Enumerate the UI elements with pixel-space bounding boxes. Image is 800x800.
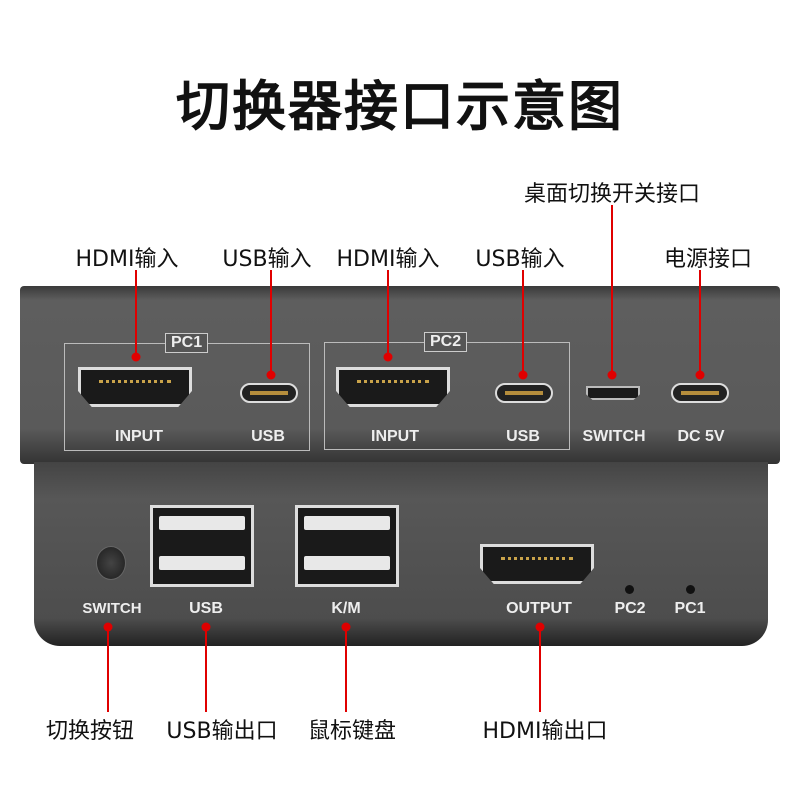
micro-usb-switch-port	[586, 386, 640, 400]
label-dc-5v: DC 5V	[677, 428, 725, 445]
callout-usb-input-2: USB输入	[475, 247, 565, 272]
label-switch-front: SWITCH	[82, 600, 142, 617]
callout-dot	[518, 370, 528, 380]
label-usb-1: USB	[251, 428, 285, 445]
label-usb-front: USB	[189, 600, 223, 617]
callout-desktop-switch-port: 桌面切换开关接口	[523, 182, 701, 207]
callout-dot	[266, 370, 276, 380]
led-pc1	[686, 585, 695, 594]
hdmi-input-port-2	[336, 367, 450, 407]
km-usb-ports	[295, 505, 399, 587]
usb-c-port-1	[240, 383, 298, 403]
callout-dot	[131, 352, 141, 362]
pc2-tag: PC2	[424, 332, 468, 352]
callout-line	[270, 270, 272, 375]
callout-line	[522, 270, 524, 375]
label-output: OUTPUT	[506, 600, 572, 617]
label-km: K/M	[331, 600, 361, 617]
callout-dot	[201, 622, 211, 632]
callout-line	[539, 627, 541, 712]
callout-dot	[103, 622, 113, 632]
callout-hdmi-input-2: HDMI输入	[336, 247, 440, 272]
callout-dot	[535, 622, 545, 632]
callout-line	[135, 270, 137, 357]
callout-dot	[341, 622, 351, 632]
device-front-panel	[34, 462, 768, 646]
switch-button[interactable]	[96, 546, 126, 580]
callout-usb-input-1: USB输入	[222, 247, 312, 272]
label-input-1: INPUT	[115, 428, 163, 445]
callout-dot	[383, 352, 393, 362]
callout-power-port: 电源接口	[663, 247, 753, 272]
label-usb-2: USB	[506, 428, 540, 445]
dc-power-port	[671, 383, 729, 403]
callout-keyboard-mouse: 鼠标键盘	[307, 719, 397, 744]
usb-output-ports	[150, 505, 254, 587]
callout-line	[699, 270, 701, 375]
callout-dot	[695, 370, 705, 380]
label-led-pc2: PC2	[614, 600, 646, 617]
led-pc2	[625, 585, 634, 594]
usb-c-port-2	[495, 383, 553, 403]
callout-line	[107, 627, 109, 712]
callout-hdmi-input-1: HDMI输入	[75, 247, 179, 272]
callout-line	[345, 627, 347, 712]
pc1-tag: PC1	[165, 333, 209, 353]
callout-dot	[607, 370, 617, 380]
callout-usb-output: USB输出口	[166, 719, 278, 744]
page-title: 切换器接口示意图	[176, 75, 624, 138]
label-switch-rear: SWITCH	[582, 428, 646, 445]
callout-hdmi-output: HDMI输出口	[482, 719, 608, 744]
label-led-pc1: PC1	[674, 600, 706, 617]
label-input-2: INPUT	[371, 428, 419, 445]
callout-line	[205, 627, 207, 712]
callout-line	[387, 270, 389, 357]
hdmi-input-port-1	[78, 367, 192, 407]
callout-switch-button: 切换按钮	[45, 719, 135, 744]
callout-line	[611, 205, 613, 375]
hdmi-output-port	[480, 544, 594, 584]
